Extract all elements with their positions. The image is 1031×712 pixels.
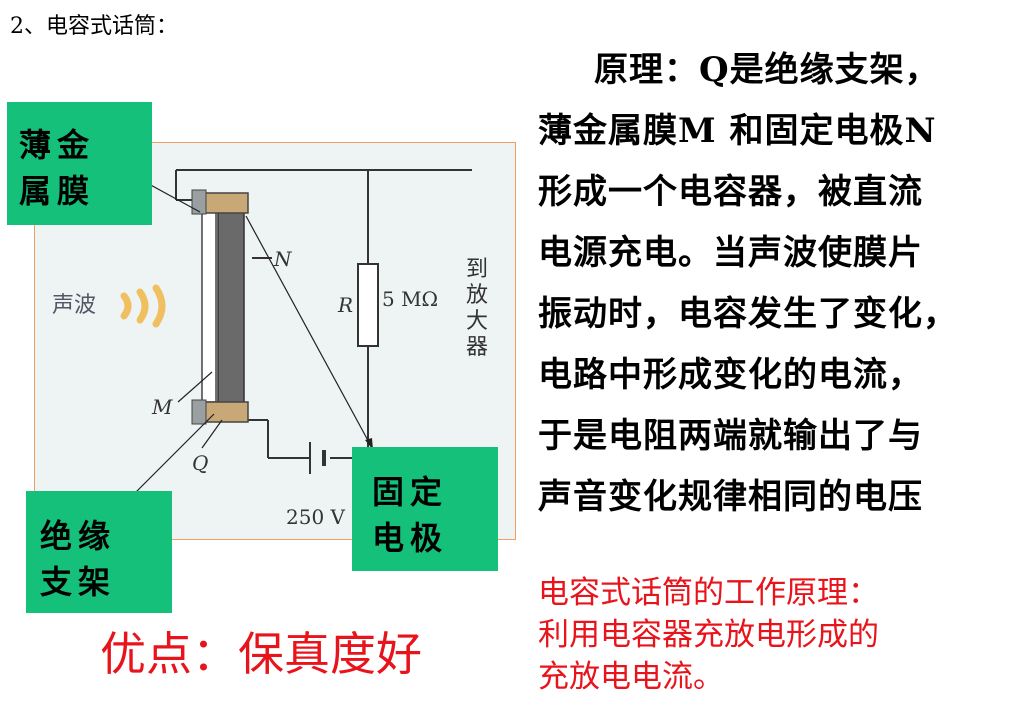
voltage-label: 250 V bbox=[286, 505, 346, 529]
support-pointer bbox=[135, 413, 215, 493]
principle-line: 振动时，电容发生了变化， bbox=[538, 294, 958, 334]
principle-text: 原理：Q是绝缘支架， 薄金属膜M 和固定电极N 形成一个电容器，被直流 电源充电… bbox=[538, 40, 998, 528]
amplifier-char-2: 放 bbox=[466, 283, 488, 308]
m-leader bbox=[177, 371, 213, 403]
membrane-plate bbox=[201, 209, 217, 403]
q-label: Q bbox=[192, 451, 208, 475]
sound-wave-label: 声波 bbox=[52, 293, 96, 318]
principle-line: 声音变化规律相同的电压 bbox=[538, 477, 923, 517]
bottom-support-cap bbox=[191, 399, 207, 425]
slide-heading: 2、电容式话筒： bbox=[10, 14, 178, 39]
resistor bbox=[357, 263, 379, 347]
membrane-callout-line1: 薄金 bbox=[19, 126, 96, 164]
amplifier-char-1: 到 bbox=[466, 257, 488, 282]
advantage-text: 优点：保真度好 bbox=[100, 627, 422, 681]
working-principle-line2: 利用电容器充放电形成的 bbox=[538, 617, 879, 653]
support-callout-line2: 支架 bbox=[40, 563, 117, 601]
membrane-callout: 薄金 属膜 bbox=[7, 102, 152, 225]
electrode-callout-line1: 固定 bbox=[372, 473, 449, 511]
electrode-callout-line2: 电极 bbox=[372, 519, 449, 557]
electrode-callout: 固定 电极 bbox=[352, 447, 498, 571]
support-callout-line1: 绝缘 bbox=[40, 517, 117, 555]
membrane-callout-line2: 属膜 bbox=[19, 172, 96, 210]
principle-line: 于是电阻两端就输出了与 bbox=[538, 416, 923, 456]
principle-line: 电源充电。当声波使膜片 bbox=[538, 233, 923, 273]
principle-line: 原理：Q是绝缘支架， bbox=[594, 50, 940, 90]
q-leader bbox=[201, 419, 223, 449]
amplifier-char-4: 器 bbox=[466, 335, 488, 360]
principle-line: 薄金属膜M 和固定电极N bbox=[538, 111, 937, 151]
principle-line: 电路中形成变化的电流， bbox=[538, 355, 923, 395]
n-label: N bbox=[273, 247, 293, 271]
resistance-value: 5 MΩ bbox=[382, 287, 438, 311]
electrode-arrow bbox=[245, 215, 372, 447]
working-principle-line3: 充放电电流。 bbox=[538, 659, 724, 695]
sound-wave-arcs bbox=[120, 284, 166, 328]
m-label: M bbox=[151, 395, 173, 419]
resistor-label: R bbox=[337, 293, 353, 317]
amplifier-char-3: 大 bbox=[466, 309, 488, 334]
top-support-cap bbox=[191, 189, 207, 215]
fixed-electrode bbox=[217, 205, 245, 407]
working-principle-line1: 电容式话筒的工作原理： bbox=[538, 575, 879, 611]
support-callout: 绝缘 支架 bbox=[26, 491, 172, 613]
working-principle: 电容式话筒的工作原理： 利用电容器充放电形成的 充放电电流。 bbox=[538, 572, 1018, 698]
principle-line: 形成一个电容器，被直流 bbox=[538, 172, 923, 212]
